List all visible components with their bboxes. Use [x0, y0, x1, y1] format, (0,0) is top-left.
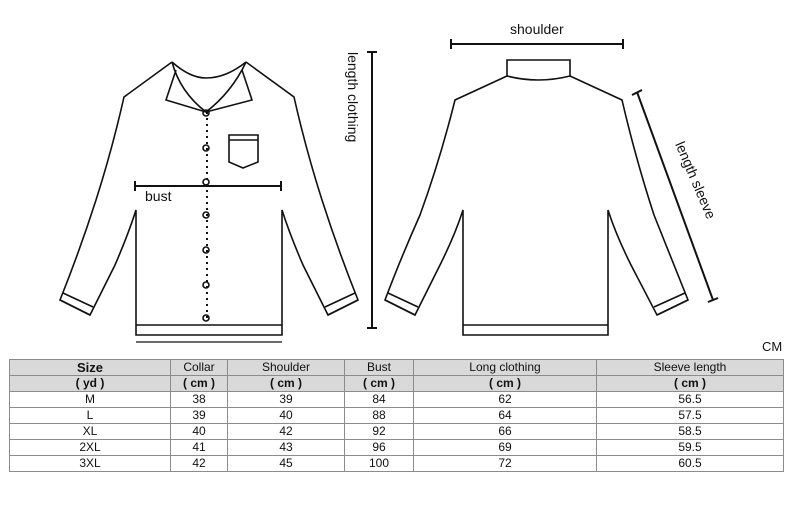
collar-cell: 42: [170, 455, 228, 472]
length-clothing-measure: [367, 51, 377, 329]
table-row: XL 40 42 92 66 58.5: [9, 423, 784, 440]
table-row: M 38 39 84 62 56.5: [9, 391, 784, 408]
table-header-row: Size Collar Shoulder Bust Long clothing …: [9, 359, 784, 376]
size-cell: L: [9, 407, 171, 424]
shoulder-measure: [450, 39, 624, 49]
unit-cell: ( cm ): [170, 375, 228, 392]
shoulder-cell: 45: [227, 455, 345, 472]
shoulder-cell: 39: [227, 391, 345, 408]
table-row: 2XL 41 43 96 69 59.5: [9, 439, 784, 456]
table-row: L 39 40 88 64 57.5: [9, 407, 784, 424]
unit-cell: ( cm ): [596, 375, 784, 392]
sleeve-length-cell: 56.5: [596, 391, 784, 408]
length-clothing-label: length clothing: [345, 52, 361, 143]
long-clothing-cell: 64: [413, 407, 597, 424]
bust-cell: 88: [344, 407, 414, 424]
unit-label: CM: [762, 339, 783, 354]
shoulder-cell: 42: [227, 423, 345, 440]
unit-cell: ( cm ): [344, 375, 414, 392]
long-clothing-cell: 66: [413, 423, 597, 440]
shirt-back-drawing: [383, 59, 690, 336]
header-long-clothing: Long clothing: [413, 359, 597, 376]
size-cell: M: [9, 391, 171, 408]
table-units-row: ( yd ) ( cm ) ( cm ) ( cm ) ( cm ) ( cm …: [9, 375, 784, 392]
table-row: 3XL 42 45 100 72 60.5: [9, 455, 784, 472]
sleeve-length-cell: 57.5: [596, 407, 784, 424]
sleeve-length-cell: 60.5: [596, 455, 784, 472]
unit-cell: ( cm ): [413, 375, 597, 392]
bust-label: bust: [145, 188, 172, 204]
header-collar: Collar: [170, 359, 228, 376]
header-size: Size: [9, 359, 171, 376]
shoulder-cell: 40: [227, 407, 345, 424]
bust-cell: 92: [344, 423, 414, 440]
size-cell: 2XL: [9, 439, 171, 456]
unit-cell: ( cm ): [227, 375, 345, 392]
header-bust: Bust: [344, 359, 414, 376]
shirt-front-drawing: [58, 61, 360, 343]
sleeve-length-cell: 59.5: [596, 439, 784, 456]
length-sleeve-measure: [631, 89, 719, 303]
garment-diagram: bust shoulder length clothing length sle…: [58, 21, 719, 343]
bust-cell: 96: [344, 439, 414, 456]
collar-cell: 39: [170, 407, 228, 424]
shoulder-cell: 43: [227, 439, 345, 456]
header-sleeve-length: Sleeve length: [596, 359, 784, 376]
bust-cell: 84: [344, 391, 414, 408]
header-shoulder: Shoulder: [227, 359, 345, 376]
collar-cell: 38: [170, 391, 228, 408]
collar-cell: 40: [170, 423, 228, 440]
bust-cell: 100: [344, 455, 414, 472]
unit-cell: ( yd ): [9, 375, 171, 392]
long-clothing-cell: 62: [413, 391, 597, 408]
size-cell: 3XL: [9, 455, 171, 472]
long-clothing-cell: 69: [413, 439, 597, 456]
sleeve-length-cell: 58.5: [596, 423, 784, 440]
shoulder-label: shoulder: [510, 21, 564, 37]
collar-cell: 41: [170, 439, 228, 456]
size-cell: XL: [9, 423, 171, 440]
size-table: Size Collar Shoulder Bust Long clothing …: [9, 359, 784, 472]
long-clothing-cell: 72: [413, 455, 597, 472]
